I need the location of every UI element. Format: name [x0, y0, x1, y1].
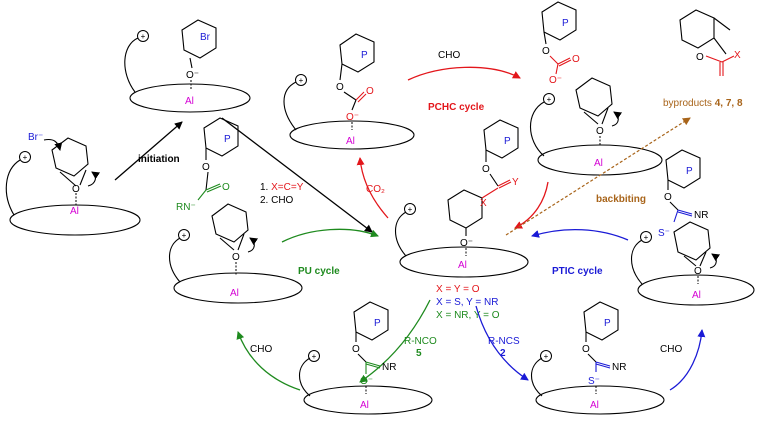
- plus-charge: +: [408, 205, 413, 214]
- al-label: Al: [346, 136, 355, 147]
- alkoxide-label: O⁻: [460, 238, 473, 249]
- initiator-complex: + O Al Br⁻: [5, 132, 141, 236]
- co2-label: CO₂: [366, 184, 385, 195]
- al-label: Al: [230, 288, 239, 299]
- step2-label: 2. CHO: [260, 195, 294, 206]
- r-ncs-label: R-NCS: [488, 336, 520, 347]
- r-nco-number: 5: [416, 348, 422, 359]
- epoxide-oxygen-label: O: [596, 126, 604, 137]
- amide-label: RN⁻: [176, 202, 196, 213]
- initiation-arrow: [114, 121, 183, 181]
- pchc-cho-arrow: [407, 66, 521, 81]
- plus-charge: +: [182, 231, 187, 240]
- ring-oxygen-label: O: [696, 52, 704, 63]
- epoxide-oxygen-label: O: [694, 266, 702, 277]
- al-label: Al: [590, 400, 599, 411]
- carbonate-oxygen-label: O⁻: [346, 112, 359, 123]
- ptic-epoxide-complex: + P O NR S⁻ O Al: [630, 149, 755, 306]
- oxygen-label: O: [202, 162, 210, 173]
- central-x-label: X: [480, 198, 487, 209]
- cyclic-byproduct: O X: [679, 9, 741, 76]
- alkoxide-label: O⁻: [186, 70, 199, 81]
- thiolate-label: S⁻: [658, 228, 670, 239]
- pchc-return-arrow: [514, 181, 549, 229]
- plus-charge: +: [299, 76, 304, 85]
- step1-label: 1. X=C=Y: [260, 182, 304, 193]
- imine-label: NR: [694, 210, 708, 221]
- imine-label: NR: [612, 362, 626, 373]
- polymer-label: P: [224, 134, 231, 145]
- oxygen-label: O: [352, 344, 360, 355]
- backbiting-label: backbiting: [596, 194, 646, 205]
- pchc-cycle-label: PCHC cycle: [428, 102, 485, 113]
- central-y-label: Y: [512, 177, 519, 188]
- ptic-cho-label: CHO: [660, 344, 682, 355]
- polymer-label: P: [604, 318, 611, 329]
- condition-oxygen: X = Y = O: [436, 284, 480, 295]
- pu-isocyanate-arrow: [359, 299, 431, 383]
- ptic-cycle-label: PTIC cycle: [552, 266, 603, 277]
- plus-charge: +: [141, 32, 146, 41]
- backbiting-arrow: [505, 117, 691, 236]
- oxygen-label: O: [336, 82, 344, 93]
- carbonate-oxygen-label: O⁻: [549, 75, 562, 86]
- carbonyl-oxygen-label: O: [222, 182, 230, 193]
- insertion-arrow: [221, 117, 373, 233]
- pu-cho-arrow: [236, 331, 301, 391]
- oxygen-label: O: [664, 192, 672, 203]
- epoxide-oxygen-label: O: [232, 252, 240, 263]
- al-label: Al: [458, 260, 467, 271]
- al-label: Al: [185, 96, 194, 107]
- pu-cho-label: CHO: [250, 344, 272, 355]
- bromine-label: Br: [200, 32, 211, 43]
- oxygen-label: O: [482, 164, 490, 175]
- condition-sulfur: X = S, Y = NR: [436, 297, 498, 308]
- bromide-label: Br⁻: [28, 132, 43, 143]
- ptic-thiocarbamate-complex: + P O NR S⁻ Al: [530, 301, 665, 415]
- condition-nitrogen: X = NR, Y = O: [436, 310, 500, 321]
- ptic-isothiocyanate-arrow: [475, 305, 529, 381]
- carbonyl-oxygen-label: O: [366, 86, 374, 97]
- plus-charge: +: [312, 352, 317, 361]
- bromo-alkoxide-complex: + Br O⁻ Al: [124, 19, 251, 113]
- central-complex: + P O Y X O⁻ Al: [394, 119, 529, 278]
- polymer-label: P: [361, 50, 368, 61]
- plus-charge: +: [644, 233, 649, 242]
- ring-x-label: X: [734, 50, 741, 61]
- oxygen-label: O: [542, 46, 550, 57]
- al-label: Al: [360, 400, 369, 411]
- ptic-cho-arrow: [669, 329, 706, 391]
- r-ncs-number: 2: [500, 348, 506, 359]
- ptic-return-arrow: [531, 228, 629, 241]
- plus-charge: +: [547, 95, 552, 104]
- al-label: Al: [70, 206, 79, 217]
- pu-return-arrow: [281, 228, 379, 243]
- carbonyl-oxygen-label: O: [572, 54, 580, 65]
- oxygen-label: O: [582, 344, 590, 355]
- pu-epoxide-complex: + P O O RN⁻ O Al: [168, 117, 303, 304]
- al-label: Al: [692, 290, 701, 301]
- al-label: Al: [594, 158, 603, 169]
- polymer-label: P: [562, 18, 569, 29]
- polymer-label: P: [504, 136, 511, 147]
- polymer-label: P: [374, 318, 381, 329]
- pchc-cho-label: CHO: [438, 50, 460, 61]
- alkoxide-label: O⁻: [360, 376, 373, 387]
- thiolate-label: S⁻: [588, 376, 600, 387]
- pchc-epoxide-complex: + P O O O⁻ O Al: [530, 1, 663, 176]
- imine-label: NR: [382, 362, 396, 373]
- pchc-carbonate-complex: + P O O O⁻ Al: [283, 33, 415, 150]
- pu-carbamate-complex: + P O NR O⁻ Al: [298, 301, 433, 415]
- oxygen-label: O: [72, 184, 80, 195]
- pu-cycle-label: PU cycle: [298, 266, 340, 277]
- r-nco-label: R-NCO: [404, 336, 437, 347]
- polymer-label: P: [686, 166, 693, 177]
- initiation-label: initiation: [138, 154, 180, 165]
- pchc-co2-arrow: [356, 157, 389, 219]
- plus-charge: +: [23, 153, 28, 162]
- byproducts-label: byproducts 4, 7, 8: [663, 98, 743, 109]
- plus-charge: +: [544, 352, 549, 361]
